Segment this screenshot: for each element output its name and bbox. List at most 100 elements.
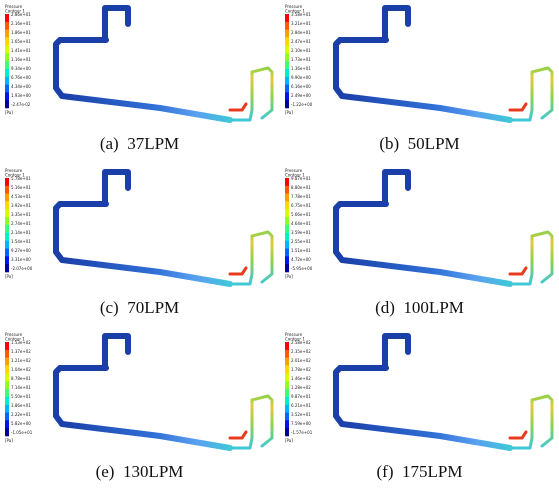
legend-value-label: 5.16e+01: [11, 185, 31, 190]
legend-color-swatch: [5, 29, 9, 38]
pipe-left-vertical: [53, 201, 65, 263]
legend-color-swatch: [285, 357, 289, 366]
legend-color-swatch: [5, 217, 9, 226]
legend-color-swatch: [5, 381, 9, 390]
panel-caption: (e) 130LPM: [95, 462, 184, 481]
legend-color-swatch: [285, 264, 289, 273]
pipe-top-hook: [382, 169, 411, 207]
legend-color-swatch: [5, 240, 9, 249]
legend-value-label: -1.22e+00: [291, 102, 313, 107]
legend-title: Contour 1: [285, 173, 305, 178]
legend-title: Contour 1: [285, 337, 305, 342]
legend-color-swatch: [5, 428, 9, 437]
legend-value-label: -2.07e+00: [11, 266, 33, 271]
legend-color-swatch: [285, 53, 289, 62]
pipe-lower-run: [339, 93, 513, 123]
pipe-outlet-stub: [508, 266, 528, 276]
legend-value-label: 1.37e+02: [11, 349, 31, 354]
legend-color-swatch: [5, 14, 9, 23]
legend-color-swatch: [285, 404, 289, 413]
legend-value-label: 2.10e+01: [291, 48, 311, 53]
pipe-top-hook: [382, 5, 411, 43]
legend-value-label: 5.78e+01: [11, 176, 31, 181]
legend-color-swatch: [5, 178, 9, 187]
legend-value-label: 3.52e+01: [291, 412, 311, 417]
legend-unit: [Pa]: [285, 274, 293, 279]
legend-color-swatch: [5, 193, 9, 202]
legend-value-label: 2.84e+01: [291, 30, 311, 35]
legend-value-label: 6.76e+00: [11, 75, 31, 80]
legend-value-label: 2.55e+01: [291, 239, 311, 244]
legend-value-label: 2.74e+01: [11, 221, 31, 226]
legend-value-label: 3.21e+01: [291, 21, 311, 26]
pipe-right-loop: [228, 394, 274, 450]
legend-title: Pressure: [285, 332, 303, 337]
legend-value-label: 4.53e+01: [11, 194, 31, 199]
legend-value-label: 1.53e+02: [11, 340, 31, 345]
legend-value-label: 1.04e+02: [11, 367, 31, 372]
legend-color-swatch: [5, 256, 9, 265]
legend-title: Pressure: [5, 4, 23, 9]
legend-color-swatch: [5, 45, 9, 54]
legend-color-swatch: [285, 29, 289, 38]
legend-value-label: 1.46e+02: [291, 376, 311, 381]
legend-value-label: 2.35e+02: [291, 349, 311, 354]
pipe-lower-run: [59, 93, 233, 123]
legend-color-swatch: [285, 92, 289, 101]
legend-value-label: 9.87e+01: [291, 394, 311, 399]
pipe-left-vertical: [333, 37, 345, 99]
legend-value-label: 1.36e+01: [291, 66, 311, 71]
legend-color-swatch: [5, 185, 9, 194]
legend-color-swatch: [5, 404, 9, 413]
pipe-left-vertical: [333, 201, 345, 263]
legend-color-swatch: [285, 365, 289, 374]
legend-color-swatch: [285, 209, 289, 218]
legend-value-label: 1.28e+02: [291, 385, 311, 390]
legend-unit: [Pa]: [285, 438, 293, 443]
legend-color-swatch: [285, 201, 289, 210]
legend-color-swatch: [5, 61, 9, 70]
legend-value-label: 3.86e+01: [11, 403, 31, 408]
legend-value-label: 4.72e+00: [291, 257, 311, 262]
legend-value-label: 1.86e+01: [11, 30, 31, 35]
legend-color-swatch: [5, 248, 9, 257]
legend-color-swatch: [285, 185, 289, 194]
legend-color-swatch: [285, 248, 289, 257]
legend-value-label: 9.27e+00: [11, 248, 31, 253]
pipe-top-hook: [102, 5, 131, 43]
legend-color-swatch: [5, 412, 9, 421]
legend-value-label: 8.78e+01: [11, 376, 31, 381]
panel-caption: (a) 37LPM: [99, 134, 180, 153]
legend-value-label: 2.58e+02: [291, 340, 311, 345]
legend-color-swatch: [5, 365, 9, 374]
legend-value-label: 6.16e+00: [291, 84, 311, 89]
legend-value-label: 1.41e+01: [11, 48, 31, 53]
pipe-right-loop: [508, 66, 554, 122]
legend-value-label: 2.86e+01: [11, 12, 31, 17]
legend-color-swatch: [5, 264, 9, 273]
legend-color-swatch: [285, 396, 289, 405]
pipe-right-loop: [508, 230, 554, 286]
legend-title: Pressure: [5, 332, 23, 337]
legend-color-swatch: [5, 225, 9, 234]
legend-unit: [Pa]: [285, 110, 293, 115]
pipe-right-loop: [228, 66, 274, 122]
pipe-top-hook: [102, 169, 131, 207]
legend-title: Contour 1: [5, 173, 25, 178]
panel-caption: (f) 175LPM: [376, 462, 463, 481]
legend-color-swatch: [285, 389, 289, 398]
legend-color-swatch: [285, 45, 289, 54]
legend-color-swatch: [285, 217, 289, 226]
legend-color-swatch: [285, 21, 289, 30]
legend-color-swatch: [285, 420, 289, 429]
legend-color-swatch: [5, 68, 9, 77]
legend-title: Pressure: [5, 168, 23, 173]
